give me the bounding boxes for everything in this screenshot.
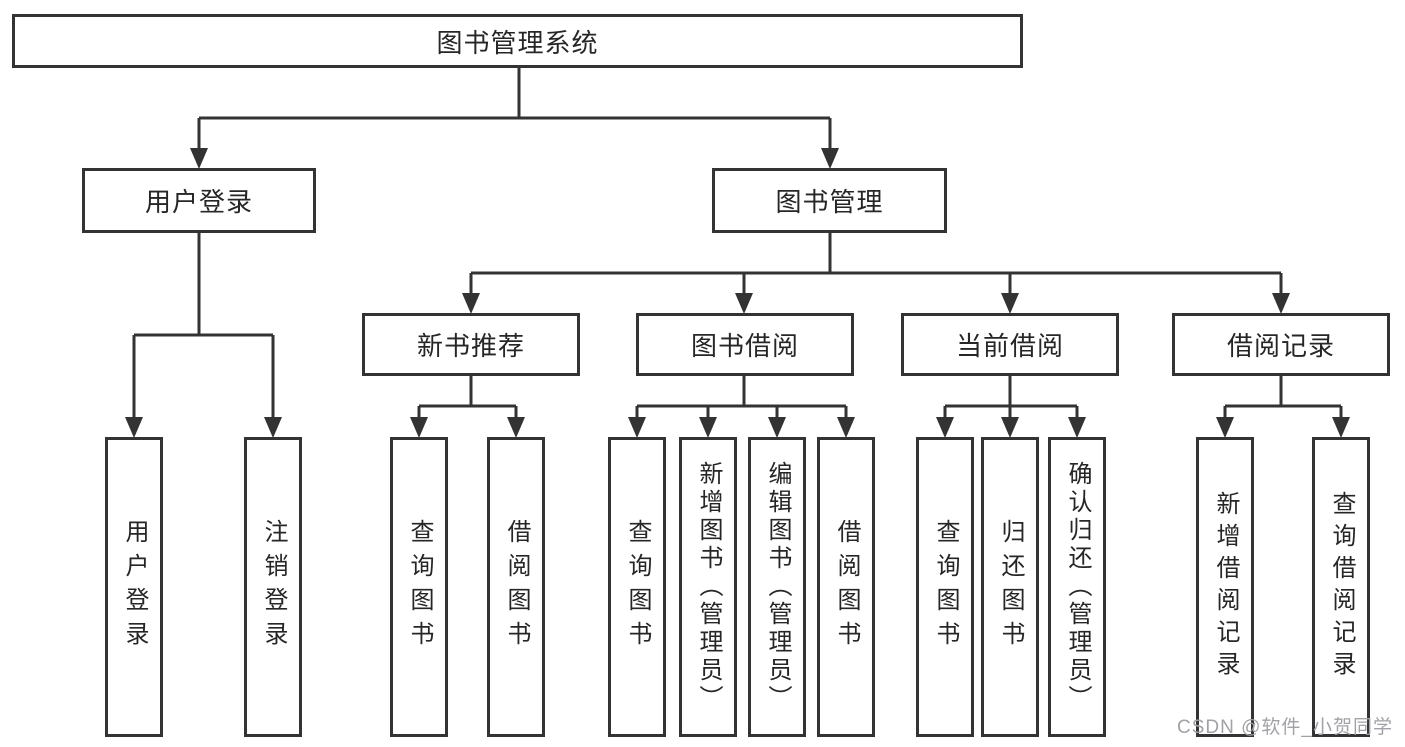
node-user-login: 用户登录 <box>82 168 316 233</box>
leaf-query-book-current-label: 查询图书 <box>932 519 959 655</box>
leaf-user-login: 用户登录 <box>105 437 163 737</box>
leaf-query-book-current: 查询图书 <box>916 437 974 737</box>
node-new-book-recommend: 新书推荐 <box>362 313 580 376</box>
leaf-query-borrow-record: 查询借阅记录 <box>1312 437 1370 737</box>
leaf-query-book-recommend: 查询图书 <box>390 437 448 737</box>
leaf-return-book: 归还图书 <box>981 437 1039 737</box>
leaf-logout-login: 注销登录 <box>244 437 302 737</box>
arrowheads <box>125 148 1350 438</box>
leaf-add-book-admin: 新增图书（管理员） <box>679 437 737 737</box>
node-book-borrow-label: 图书借阅 <box>690 331 799 361</box>
node-borrow-records: 借阅记录 <box>1172 313 1390 376</box>
leaf-borrow-book-recommend: 借阅图书 <box>487 437 545 737</box>
leaf-query-book-borrow: 查询图书 <box>608 437 666 737</box>
node-new-book-recommend-label: 新书推荐 <box>416 331 525 361</box>
leaf-add-book-admin-label: 新增图书（管理员） <box>695 461 722 713</box>
leaf-confirm-return-admin-label: 确认归还（管理员） <box>1064 461 1091 713</box>
csdn-watermark: CSDN @软件_小贺同学 <box>1177 717 1393 738</box>
leaf-query-borrow-record-label: 查询借阅记录 <box>1328 491 1355 683</box>
node-root-label: 图书管理系统 <box>436 27 599 58</box>
node-book-borrow: 图书借阅 <box>636 313 854 376</box>
leaf-add-borrow-record: 新增借阅记录 <box>1196 437 1254 737</box>
node-book-management-label: 图书管理 <box>775 187 884 217</box>
leaf-borrow-book-recommend-label: 借阅图书 <box>503 519 530 655</box>
node-borrow-records-label: 借阅记录 <box>1226 331 1335 361</box>
leaf-borrow-book-label: 借阅图书 <box>833 519 860 655</box>
leaf-confirm-return-admin: 确认归还（管理员） <box>1048 437 1106 737</box>
node-root: 图书管理系统 <box>12 14 1023 68</box>
node-user-login-label: 用户登录 <box>144 187 253 217</box>
leaf-edit-book-admin-label: 编辑图书（管理员） <box>764 461 791 713</box>
leaf-query-book-borrow-label: 查询图书 <box>624 519 651 655</box>
leaf-return-book-label: 归还图书 <box>997 519 1024 655</box>
tree-edges <box>132 66 1343 428</box>
leaf-borrow-book: 借阅图书 <box>817 437 875 737</box>
node-current-borrow: 当前借阅 <box>901 313 1119 376</box>
node-book-management: 图书管理 <box>712 168 947 233</box>
leaf-add-borrow-record-label: 新增借阅记录 <box>1212 491 1239 683</box>
leaf-user-login-label: 用户登录 <box>121 519 148 655</box>
leaf-logout-login-label: 注销登录 <box>260 519 287 655</box>
leaf-query-book-recommend-label: 查询图书 <box>406 519 433 655</box>
leaf-edit-book-admin: 编辑图书（管理员） <box>748 437 806 737</box>
node-current-borrow-label: 当前借阅 <box>955 331 1064 361</box>
